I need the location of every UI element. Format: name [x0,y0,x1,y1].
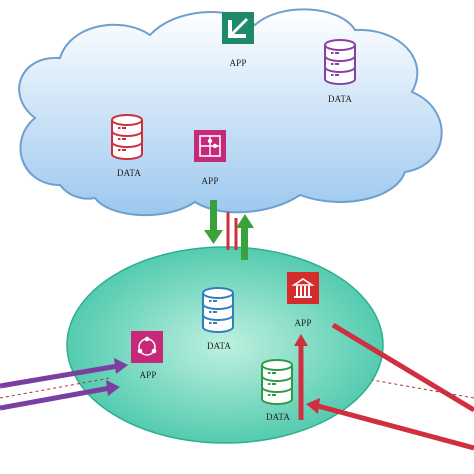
database-dot [331,63,334,65]
red-connector-lines [226,212,238,250]
database-band [111,141,143,148]
database-dot [118,127,121,129]
sync-arrows [204,200,254,260]
database-top [261,359,293,371]
database-band [202,303,234,310]
database-dash [213,311,217,313]
workflow-app-icon[interactable] [131,331,163,363]
onprem-data-bottom-label: DATA [265,412,291,422]
cloud-app-center-label: APP [201,176,219,186]
database-dash [335,74,339,76]
puzzle-app-icon[interactable] [194,130,226,162]
database-dash [335,52,339,54]
database-band [202,314,234,321]
database-dot [268,383,271,385]
database-icon [261,359,293,405]
database-icon [111,114,143,160]
cloud-app-top-label: APP [229,58,247,68]
database-band [324,66,356,73]
migration-app-icon[interactable] [222,12,254,44]
onprem-data-center-label: DATA [206,341,232,351]
database-dash [122,127,126,129]
database-icon [202,287,234,333]
cloud-data-left-label: DATA [116,168,142,178]
database-dot [331,52,334,54]
database-dot [118,149,121,151]
database-dot [209,322,212,324]
database-dash [272,383,276,385]
database-dash [335,63,339,65]
database-dot [118,138,121,140]
database-dot [209,300,212,302]
building-app-icon[interactable] [287,272,319,304]
database-dash [272,394,276,396]
database-band [261,375,293,382]
database-dot [268,372,271,374]
database-dash [213,300,217,302]
database-top [202,287,234,299]
purple-incoming-arrows [0,358,128,411]
onprem-app-left-label: APP [139,370,157,380]
database-dot [331,74,334,76]
green-down-arrow [204,200,223,244]
database-dot [209,311,212,313]
database-top [111,114,143,126]
red-incoming-arrows [294,322,474,451]
database-icon [324,39,356,85]
green-up-arrow [236,214,254,260]
database-dash [122,149,126,151]
database-band [324,55,356,62]
database-band [261,386,293,393]
database-band [111,130,143,137]
database-dash [213,322,217,324]
database-dot [268,394,271,396]
database-top [324,39,356,51]
onprem-app-right-label: APP [294,318,312,328]
database-dash [122,138,126,140]
database-dash [272,372,276,374]
cloud-data-right-label: DATA [327,94,353,104]
